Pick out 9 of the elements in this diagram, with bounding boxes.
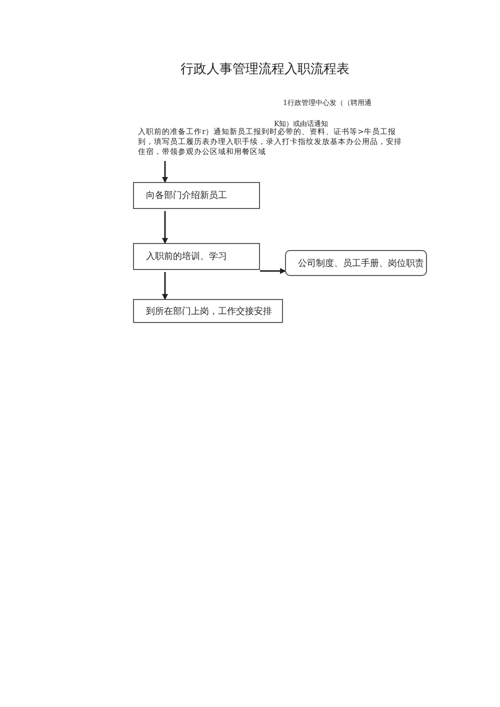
process-box: 向各部门介绍新员工 <box>133 182 260 209</box>
process-box: 到所在部门上岗，工作交接安排 <box>133 299 283 323</box>
arrow <box>162 272 168 300</box>
process-box: 入职前的培训、学习 <box>133 243 260 270</box>
arrow <box>162 211 168 244</box>
process-box: 公司制度、员工手册、岗位职责 <box>285 250 427 276</box>
arrow <box>162 161 168 183</box>
arrow <box>260 268 286 274</box>
title: 行政人事管理流程入职流程表 <box>180 61 350 78</box>
